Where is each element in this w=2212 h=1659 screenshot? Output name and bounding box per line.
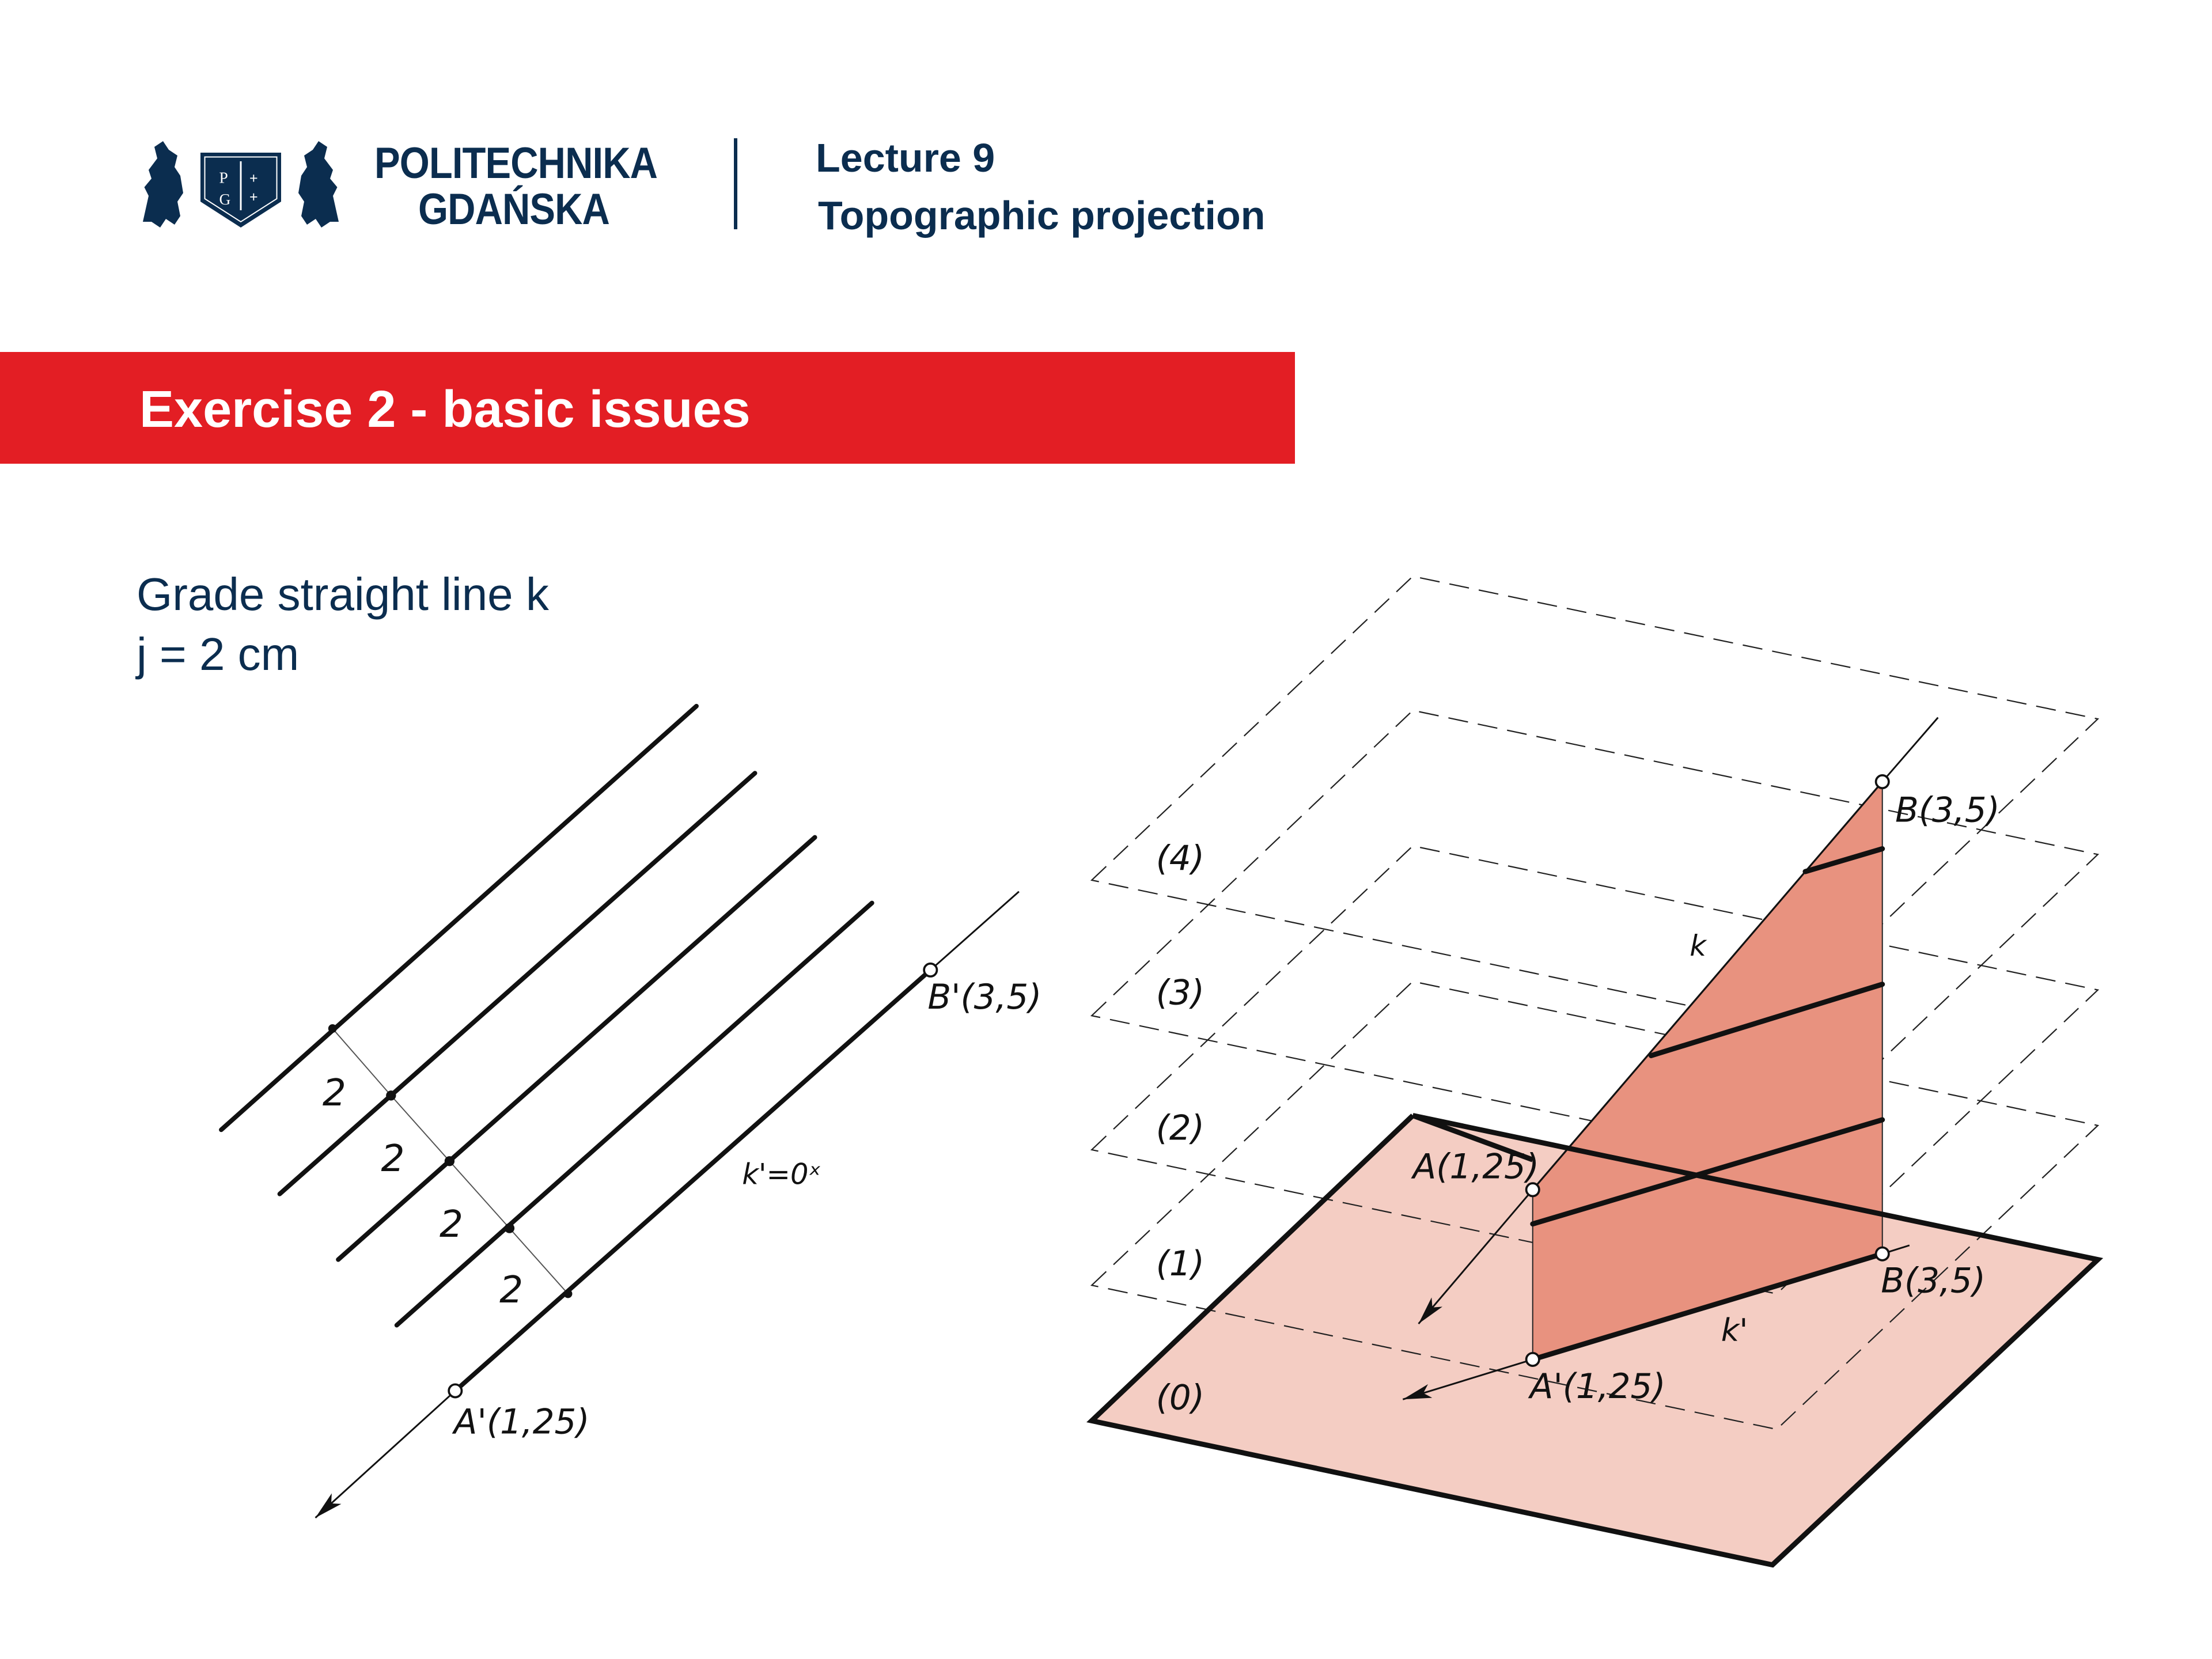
- line-k: [1532, 781, 1883, 1191]
- institution-line2: GDAŃSKA: [418, 185, 610, 234]
- level-label-0: (0): [1156, 1378, 1205, 1418]
- lecture-number: Lecture 9: [816, 135, 995, 180]
- institution-name: POLITECHNIKA GDAŃSKA: [374, 139, 658, 234]
- interval-label: 2: [440, 1203, 463, 1246]
- point-a-projection-label: A'(1,25): [1528, 1367, 1666, 1407]
- header-divider: [734, 138, 737, 229]
- contour-lines: [219, 703, 933, 1393]
- interval-label: 2: [323, 1071, 346, 1115]
- contour-line-2: [336, 835, 817, 1262]
- task-line-2: j = 2 cm: [137, 628, 300, 680]
- projection-label: k'=0ˣ: [742, 1157, 821, 1191]
- level-plane-3: [1090, 710, 2100, 1161]
- point-a-label: A(1,25): [1411, 1147, 1539, 1187]
- base-plane-border: [1086, 1113, 2104, 1568]
- level-label-4: (4): [1156, 839, 1205, 879]
- svg-text:G: G: [219, 190, 231, 208]
- interval-label: 2: [381, 1137, 404, 1180]
- k-projection-arrow: [1402, 1358, 1533, 1400]
- graduation-points: [328, 1024, 573, 1298]
- banner-title: Exercise 2 - basic issues: [139, 381, 751, 438]
- line-k-projection: [453, 967, 933, 1393]
- slide-header: P G + + POLITECHNIKA GDAŃSKA Lecture 9 T…: [0, 0, 2212, 288]
- task-line-1: Grade straight line k: [137, 569, 549, 620]
- projection-label: k': [1721, 1312, 1748, 1349]
- point-b-projection-label: B(3,5): [1881, 1262, 1986, 1301]
- section-banner: Exercise 2 - basic issues: [0, 352, 1295, 464]
- point-a-projection: [1525, 1351, 1540, 1367]
- svg-text:P: P: [219, 169, 228, 187]
- left-figure-graded-line: 2 2 2 2 B'(3,5) A'(1,25) k'=0ˣ: [219, 703, 1041, 1518]
- point-a-projection: [448, 1383, 463, 1399]
- svg-text:+: +: [249, 189, 258, 205]
- contour-line-3: [277, 771, 757, 1196]
- point-b-projection: [1874, 1246, 1890, 1262]
- level-label-1: (1): [1156, 1244, 1205, 1284]
- pg-crest-icon: P G + +: [140, 138, 342, 230]
- level-label-2: (2): [1156, 1109, 1205, 1149]
- point-b-label: B(3,5): [1895, 790, 2000, 830]
- contour-segments: [1530, 846, 1885, 1227]
- lecture-info: Lecture 9 Topographic projection: [816, 134, 1265, 240]
- institution-line1: POLITECHNIKA: [374, 139, 658, 188]
- level-label-3: (3): [1156, 973, 1205, 1013]
- contour-line-1: [394, 900, 874, 1328]
- point-a-projection-label: A'(1,25): [452, 1403, 590, 1442]
- point-b: [1874, 774, 1890, 790]
- projecting-plane: [1532, 782, 1883, 1359]
- k-direction-arrow: [1418, 1189, 1533, 1325]
- lecture-title: Topographic projection: [818, 193, 1266, 238]
- level-plane-4: [1090, 575, 2100, 1025]
- k-extension-top: [1881, 717, 1939, 783]
- k-extension-top: [930, 891, 1020, 971]
- line-k-projection: [1532, 1251, 1884, 1362]
- right-figure-axonometric: (4) (3) (2) (1) (0) B(3,5) A(1,25) B(3,5…: [1086, 575, 2104, 1568]
- contour-line-4: [219, 703, 699, 1132]
- point-a: [1525, 1182, 1540, 1198]
- point-b-projection: [923, 962, 938, 978]
- svg-text:+: +: [249, 171, 258, 187]
- k-direction-arrow: [315, 1390, 456, 1518]
- interval-label: 2: [499, 1268, 523, 1312]
- level-plane-1: [1090, 980, 2100, 1430]
- line-k-label: k: [1690, 929, 1707, 963]
- task-statement: Grade straight line k j = 2 cm: [137, 565, 549, 684]
- point-b-projection-label: B'(3,5): [927, 978, 1041, 1017]
